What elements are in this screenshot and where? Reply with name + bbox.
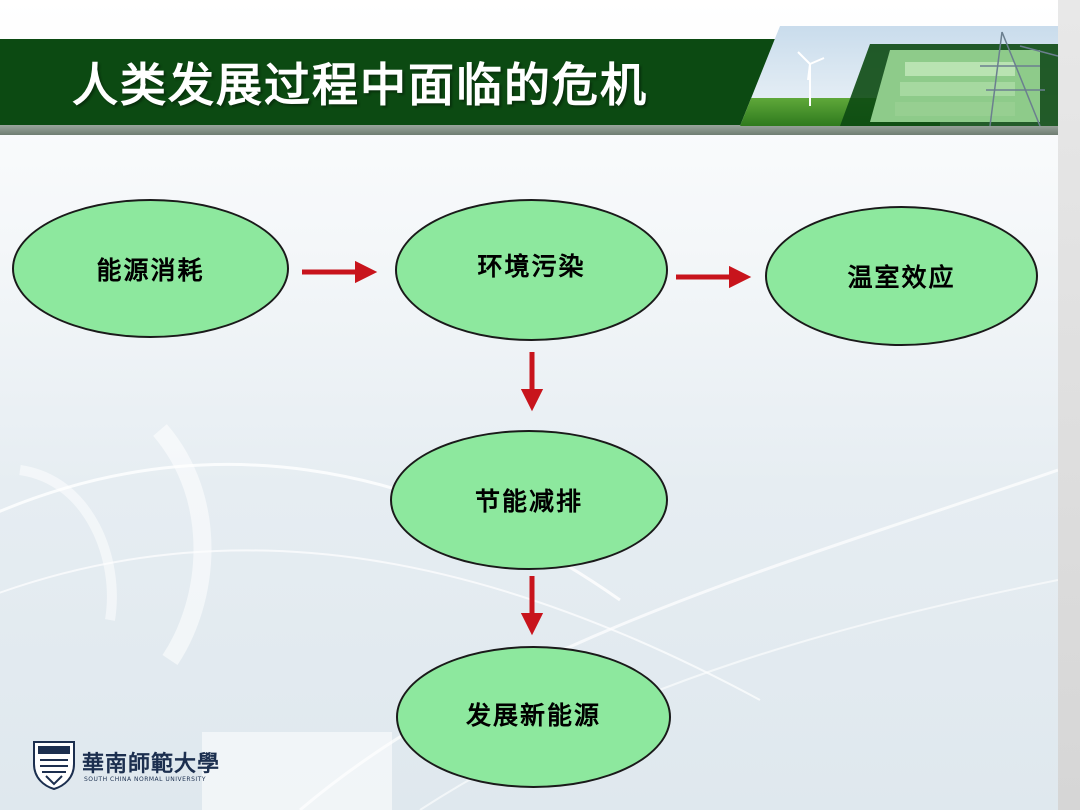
right-edge-strip — [1058, 0, 1080, 810]
university-subtitle: SOUTH CHINA NORMAL UNIVERSITY — [84, 776, 207, 783]
flow-arrows — [302, 260, 752, 636]
header-band-underline — [0, 125, 1058, 135]
slide-title: 人类发展过程中面临的危机 — [72, 58, 648, 112]
footer-panel — [202, 732, 392, 810]
node-energy-consumption[interactable]: 能源消耗 — [12, 199, 289, 338]
node-energy-saving[interactable]: 节能减排 — [390, 430, 668, 570]
header-photo — [740, 26, 1058, 126]
node-new-energy[interactable]: 发展新能源 — [396, 646, 671, 788]
node-greenhouse-effect[interactable]: 温室效应 — [765, 206, 1038, 346]
university-name: 華南師範大學 — [82, 751, 221, 777]
university-crest-icon — [33, 741, 75, 790]
node-environmental-pollution[interactable]: 环境污染 — [395, 199, 668, 341]
